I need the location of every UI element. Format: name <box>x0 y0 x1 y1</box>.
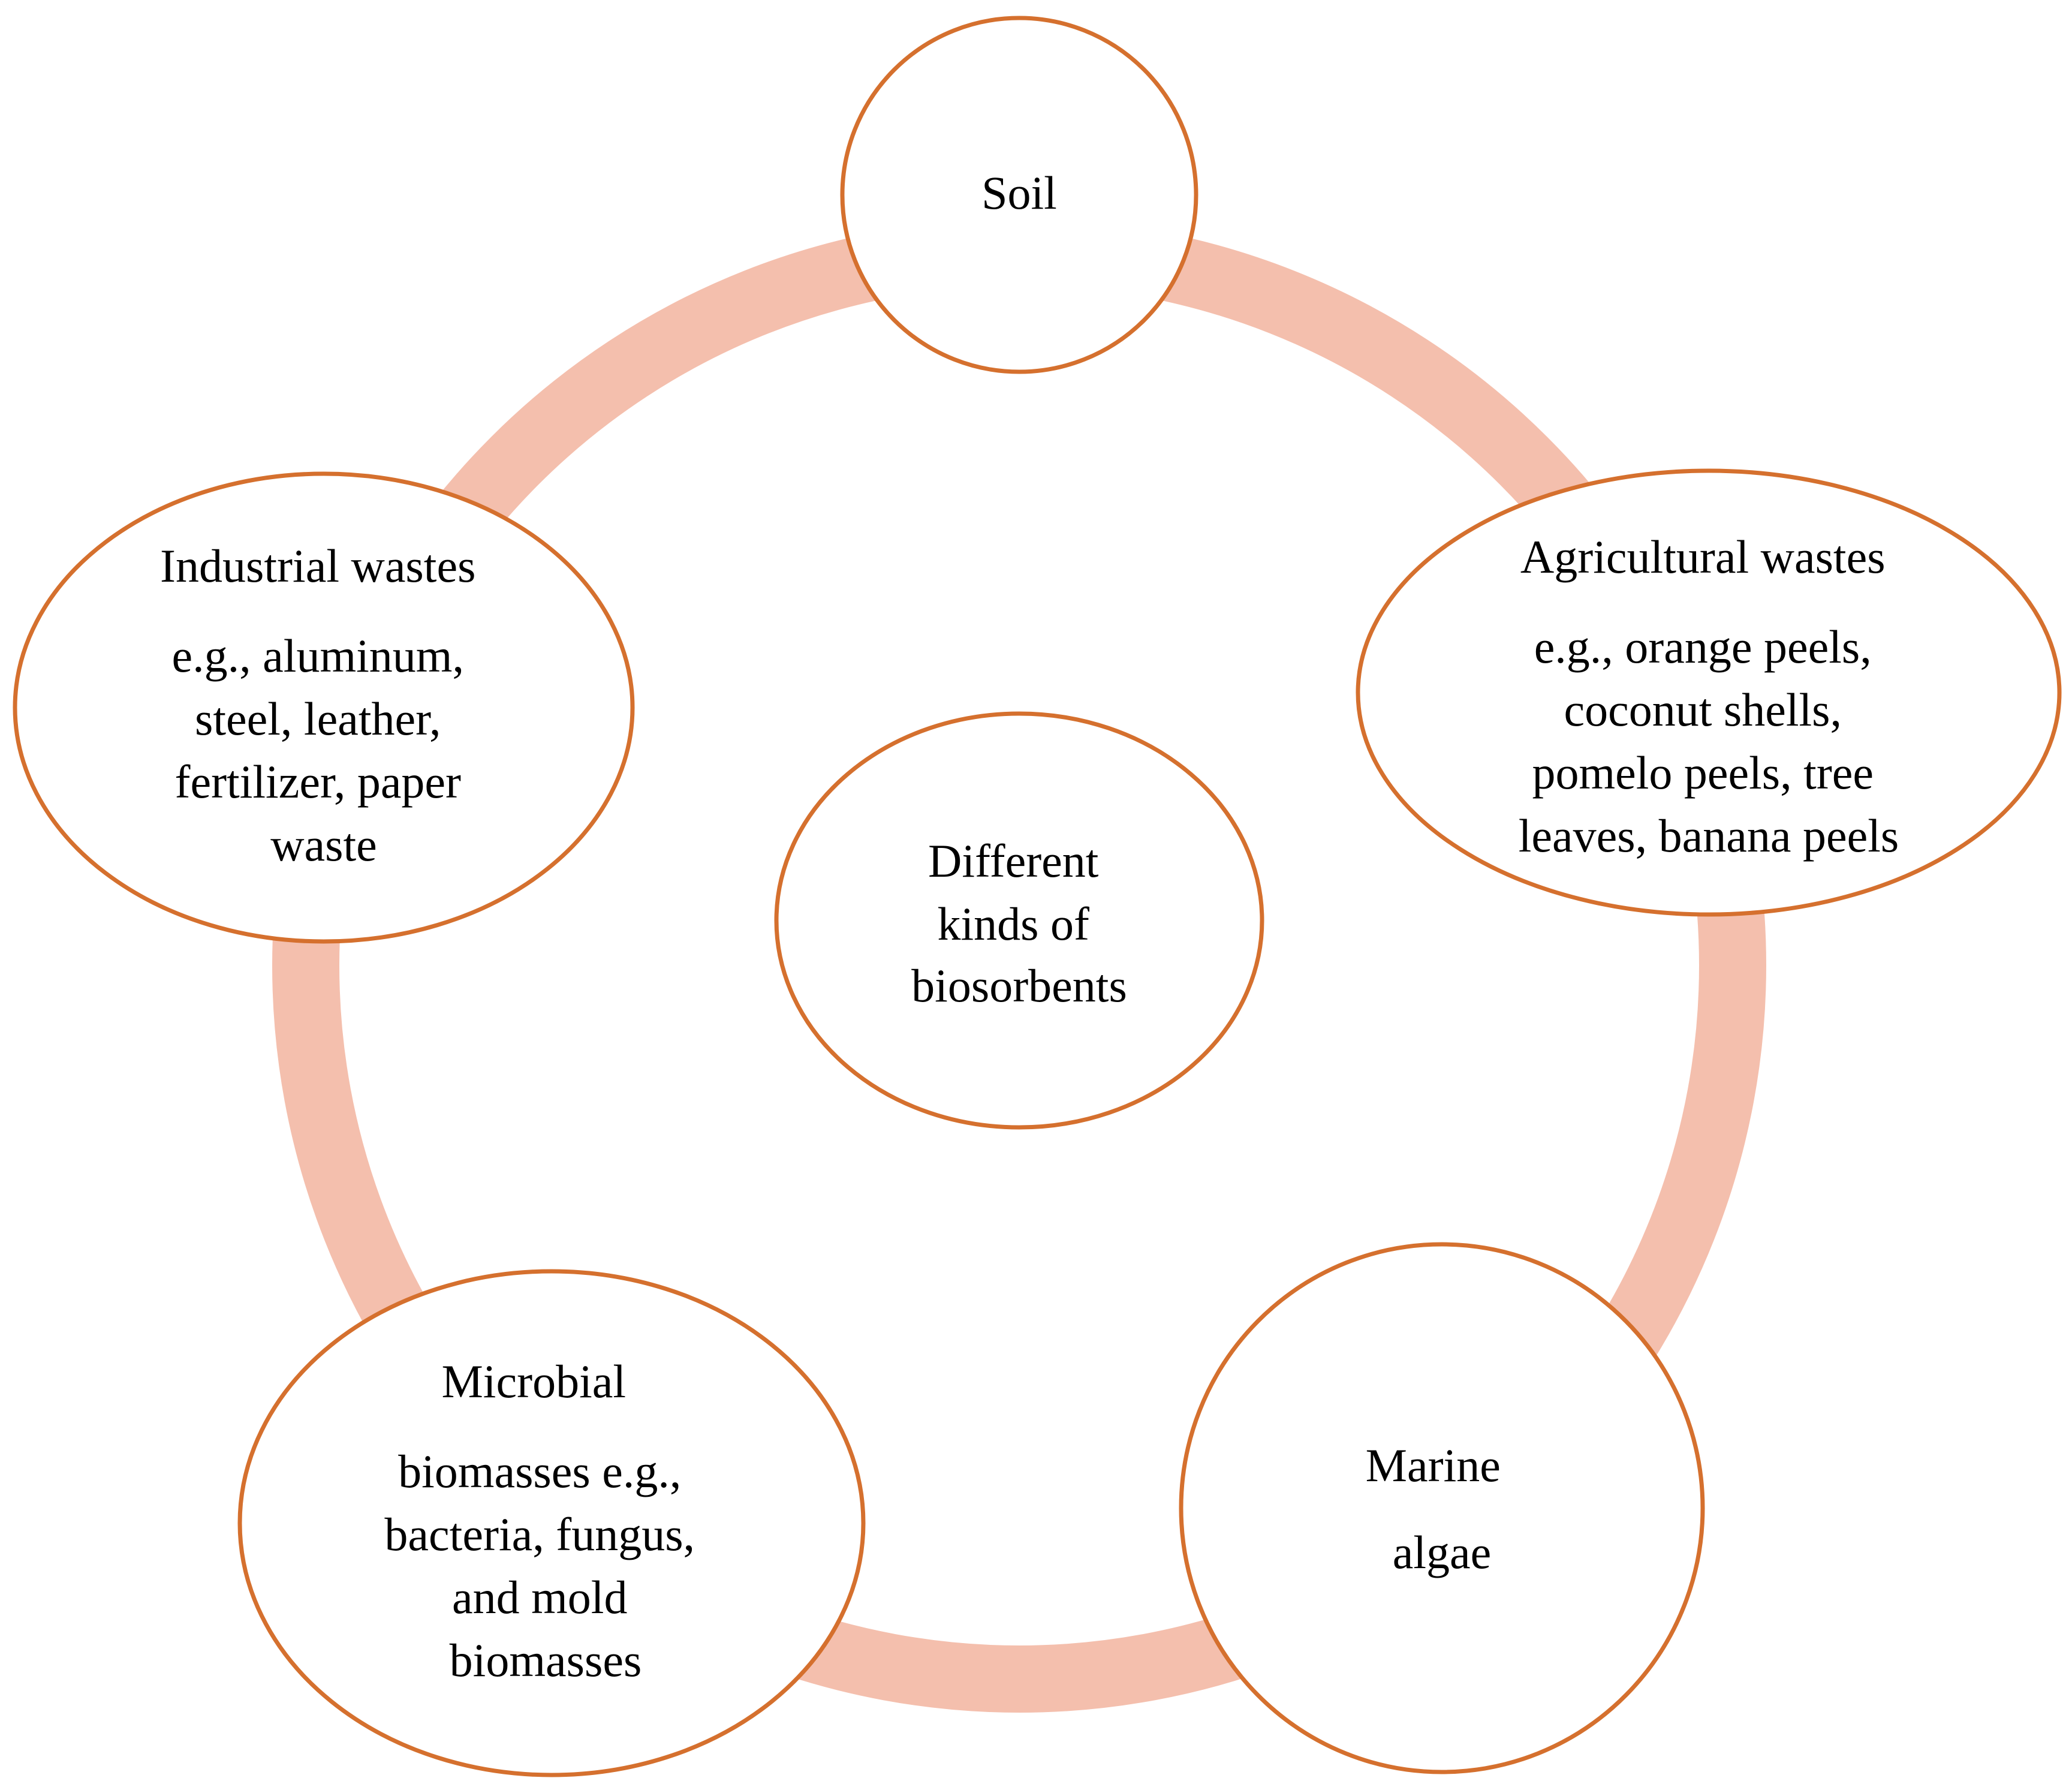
marine-node-label: Marine algae <box>1366 1439 1513 1578</box>
industrial-detail: waste <box>270 819 377 871</box>
soil-node-shape <box>840 16 1198 374</box>
microbial-node: Microbial biomasses e.g., bacteria, fung… <box>237 1269 866 1777</box>
microbial-title: Microbial <box>441 1355 626 1407</box>
marine-title: Marine <box>1366 1439 1501 1491</box>
center-line: Different <box>928 835 1099 887</box>
microbial-node-shape <box>237 1269 866 1777</box>
agricultural-wastes-node: Agricultural wastes e.g., orange peels, … <box>1356 468 2062 917</box>
agricultural-detail: leaves, banana peels <box>1519 810 1899 862</box>
microbial-detail: and mold <box>452 1571 627 1623</box>
agricultural-wastes-node-shape <box>1356 468 2062 917</box>
industrial-detail: steel, leather, <box>195 693 441 745</box>
agricultural-detail: e.g., orange peels, <box>1534 621 1872 673</box>
agricultural-detail: coconut shells, <box>1564 684 1842 736</box>
agricultural-title: Agricultural wastes <box>1520 531 1886 583</box>
marine-node-shape <box>1179 1242 1705 1774</box>
microbial-node-label: Microbial biomasses e.g., bacteria, fung… <box>384 1355 706 1686</box>
marine-node: Marine algae <box>1179 1242 1705 1774</box>
soil-node-label: Soil <box>981 167 1057 219</box>
industrial-wastes-node: Industrial wastes e.g., aluminum, steel,… <box>13 471 635 944</box>
industrial-detail: fertilizer, paper <box>174 756 461 808</box>
center-line: biosorbents <box>911 959 1127 1012</box>
agricultural-detail: pomelo peels, tree <box>1532 747 1874 799</box>
center-line: kinds of <box>938 898 1090 950</box>
center-node-shape <box>774 711 1264 1130</box>
agricultural-wastes-node-label: Agricultural wastes e.g., orange peels, … <box>1519 531 1899 862</box>
microbial-detail: bacteria, fungus, <box>384 1508 695 1560</box>
center-node-label: Different kinds of biosorbents <box>911 835 1127 1012</box>
industrial-detail: e.g., aluminum, <box>172 630 464 682</box>
marine-detail: algae <box>1393 1526 1492 1578</box>
microbial-detail: biomasses <box>450 1634 642 1686</box>
industrial-wastes-node-shape <box>13 471 635 944</box>
soil-title: Soil <box>981 167 1057 219</box>
industrial-title: Industrial wastes <box>160 540 475 592</box>
soil-node: Soil <box>840 16 1198 374</box>
microbial-detail: biomasses e.g., <box>398 1445 681 1497</box>
center-node: Different kinds of biosorbents <box>774 711 1264 1130</box>
industrial-wastes-node-label: Industrial wastes e.g., aluminum, steel,… <box>160 540 487 871</box>
